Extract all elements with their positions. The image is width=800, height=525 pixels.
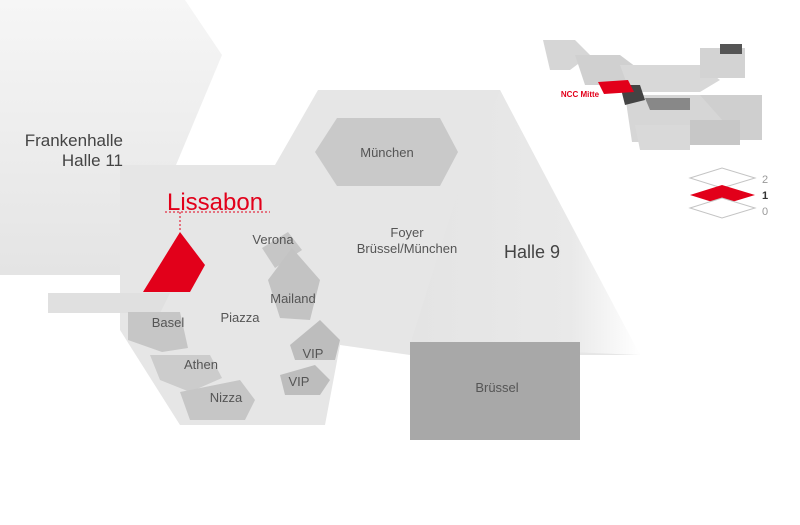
level-0-plate[interactable] [688,197,757,219]
room-nizza[interactable] [180,380,255,420]
room-vip-upper[interactable] [290,320,340,360]
level-2-label[interactable]: 2 [762,174,768,186]
label-foyer: Foyer [390,225,424,240]
label-athen: Athen [184,357,218,372]
room-athen[interactable] [150,355,222,392]
room-bruessel[interactable] [410,342,580,440]
level-1-plate[interactable] [690,185,755,205]
room-vip-lower[interactable] [280,365,330,395]
label-nizza: Nizza [210,390,243,405]
room-verona[interactable] [262,232,302,268]
label-frankenhalle: Frankenhalle [25,131,123,150]
label-vip-lower: VIP [289,374,310,389]
room-muenchen[interactable] [315,118,458,186]
label-basel: Basel [152,315,185,330]
label-halle11: Halle 11 [62,151,123,170]
frankenhalle-building[interactable] [0,0,222,275]
label-vip-upper: VIP [303,346,324,361]
label-muenchen: München [360,145,413,160]
minimap-label: NCC Mitte [561,90,600,99]
overview-minimap[interactable]: NCC Mitte [543,40,762,150]
level-0-label[interactable]: 0 [762,206,768,218]
level-2-plate[interactable] [688,167,757,189]
level-selector[interactable]: 2 1 0 [688,167,768,219]
corridor[interactable] [48,293,170,313]
label-mailand: Mailand [270,291,316,306]
label-piazza: Piazza [220,310,260,325]
room-basel[interactable] [128,312,188,352]
halle9-building[interactable] [410,90,640,355]
label-bruessel: Brüssel [475,380,518,395]
label-foyer-sub: Brüssel/München [357,241,457,256]
minimap-highlight [598,80,634,94]
level-1-label[interactable]: 1 [762,190,768,202]
room-mailand[interactable] [268,248,320,320]
room-lissabon-highlight[interactable] [143,232,205,292]
label-halle9: Halle 9 [504,242,560,262]
lissabon-leader-line [165,211,270,232]
label-verona: Verona [252,232,294,247]
label-lissabon: Lissabon [167,189,263,216]
